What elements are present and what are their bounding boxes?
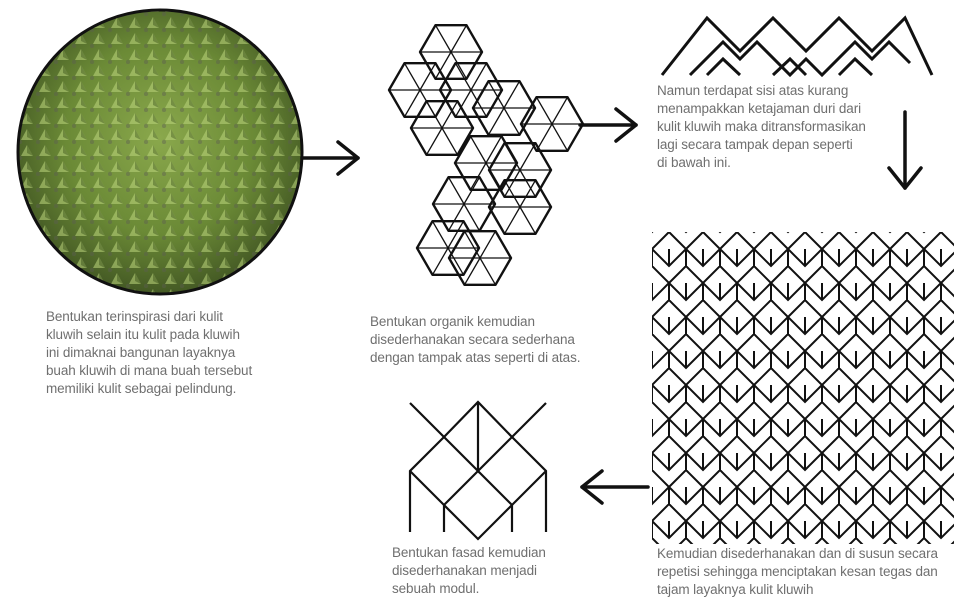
hexagon-spoke: [451, 25, 467, 52]
hexagon-spoke: [405, 63, 421, 90]
hexagon-spoke: [537, 97, 553, 124]
hexagon-spoke: [427, 101, 443, 128]
hexagon-spoke: [471, 136, 487, 163]
caption-front-view: Namun terdapat sisi atas kurang menampak…: [657, 82, 907, 172]
hexagon-spoke: [505, 207, 521, 234]
hexagon-spoke: [405, 90, 421, 117]
hexagon-spoke: [504, 81, 520, 108]
hexagon-spoke: [433, 248, 449, 275]
hexagon-spoke: [436, 25, 452, 52]
hexagon-spoke: [480, 258, 496, 285]
hexagon-spoke: [489, 81, 505, 108]
pattern-tiles: [618, 198, 975, 601]
hexagon-spoke: [449, 204, 465, 231]
hexagon-spoke: [480, 231, 496, 258]
hexagon-spoke: [449, 177, 465, 204]
hexagon-spoke: [442, 128, 458, 155]
facade-module: [410, 402, 546, 539]
hexagon-spoke: [489, 108, 505, 135]
caption-module: Bentukan fasad kemudian disederhanakan m…: [392, 544, 592, 598]
caption-pattern: Kemudian disederhanakan dan di susun sec…: [657, 545, 975, 599]
kluwih-fruit-photo: [15, 8, 305, 298]
hexagon-spoke: [504, 108, 520, 135]
hexagon-spoke: [520, 143, 536, 170]
hexagon-spoke: [471, 90, 487, 117]
arrow-left-icon: [582, 471, 648, 503]
hexagon-spoke: [505, 143, 521, 170]
hexagon-top-view-pattern: [389, 25, 583, 285]
front-view-zigzag: [662, 18, 932, 75]
hexagon-spoke: [520, 207, 536, 234]
caption-photo: Bentukan terinspirasi dari kulit kluwih …: [46, 308, 306, 398]
hexagon-spoke: [552, 124, 568, 151]
hexagon-spoke: [552, 97, 568, 124]
arrow-right-icon: [580, 109, 636, 141]
repetition-pattern: [618, 198, 975, 601]
hexagon-spoke: [486, 136, 502, 163]
arrow-right-icon: [302, 142, 358, 174]
caption-organic: Bentukan organik kemudian disederhanakan…: [370, 313, 620, 367]
hexagon-spoke: [427, 128, 443, 155]
